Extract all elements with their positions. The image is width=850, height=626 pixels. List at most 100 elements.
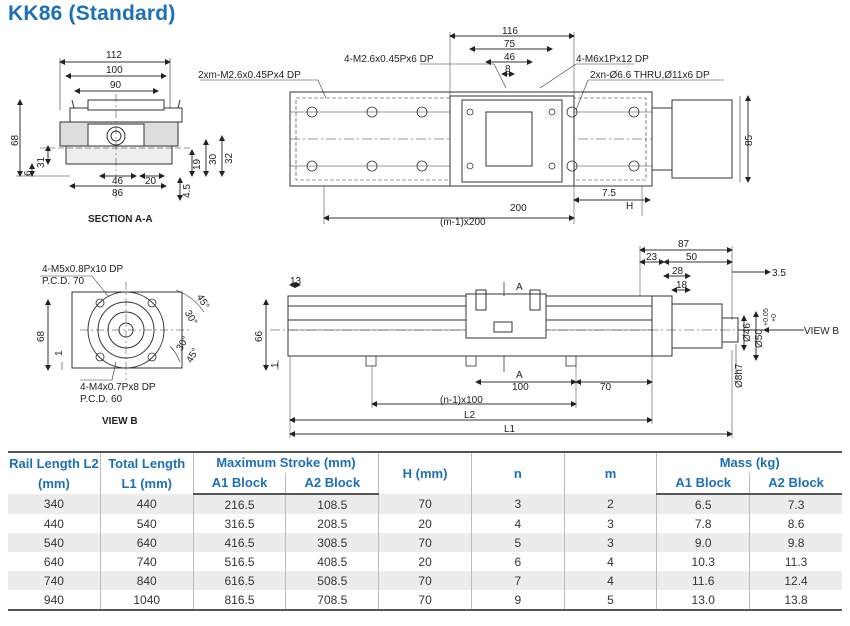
side-view [263,246,804,438]
cell: 20 [378,514,472,533]
dim-tol-upper: +0.05 [763,308,770,326]
cell: 108.5 [285,494,380,514]
dim-8: 8 [505,64,511,75]
cell: 540 [8,533,101,552]
cell: 440 [8,514,101,533]
dim-l2: L2 [464,410,476,421]
cell: 440 [100,494,194,514]
dim-68: 68 [10,134,21,146]
dim-m-200: (m-1)x200 [440,217,486,228]
dim-87: 87 [678,239,690,250]
callout-m6: 4-M6x1Px12 DP [576,54,649,65]
cell: 308.5 [285,533,380,552]
dim-dia46: Ø46 [742,323,753,342]
dim-dia50: Ø50 [754,329,765,348]
cell: 4 [471,514,565,533]
cell: 516.5 [193,552,287,571]
th-stroke-a1: A1 Block [193,473,287,495]
cell: 816.5 [193,590,287,611]
technical-drawing: 112 100 90 68 31 6 46 20 86 4.5 19 30 32… [10,26,839,438]
cell: 640 [8,552,101,571]
dim-200: 200 [510,203,527,214]
cell: 940 [8,590,101,611]
angle-45-a: 45° [194,293,211,312]
spec-table: Rail Length L2 (mm) Total Length L1 (mm)… [8,451,842,611]
cell: 740 [8,571,101,590]
th-n: n [471,451,565,494]
dim-68-vb: 68 [36,330,47,342]
dim-32: 32 [224,152,235,164]
page-title: KK86 (Standard) [8,2,176,25]
dim-75: 75 [504,39,516,50]
cell: 7.8 [656,514,751,533]
dim-31: 31 [36,156,47,168]
view-b-caption: VIEW B [102,416,138,427]
table-row: 740 840 616.5 508.5 70 7 4 11.6 12.4 [8,571,842,590]
dim-50: 50 [686,252,698,263]
dim-6: 6 [23,170,34,176]
cell: 2 [564,494,658,514]
dim-13: 13 [290,276,302,287]
cell: 540 [100,514,194,533]
cell: 8.6 [749,514,842,533]
cell: 340 [8,494,101,514]
dim-7-5: 7.5 [602,188,616,199]
dim-46: 46 [112,176,124,187]
cell: 11.3 [749,552,842,571]
cell: 416.5 [193,533,287,552]
cell: 7.3 [749,494,842,514]
cell: 508.5 [285,571,380,590]
view-b-pointer: VIEW B [804,326,839,337]
cell: 3 [471,494,565,514]
dim-20: 20 [145,176,157,187]
dim-100: 100 [106,65,123,76]
dim-100-sv: 100 [512,382,529,393]
cell: 13.8 [749,590,842,611]
cell: 216.5 [193,494,287,514]
cell: 5 [564,590,658,611]
callout-pcd70: P.C.D. 70 [42,276,84,287]
cell: 10.3 [656,552,751,571]
dim-85: 85 [744,134,755,146]
dim-l1: L1 [504,424,516,435]
th-total-length: Total Length L1 (mm) [100,451,194,494]
callout-pcd60: P.C.D. 60 [80,394,122,405]
cell: 208.5 [285,514,380,533]
table-row: 340 440 216.5 108.5 70 3 2 6.5 7.3 [8,494,842,514]
cell: 11.6 [656,571,751,590]
th-stroke-a2: A2 Block [285,473,380,495]
dim-66: 66 [254,330,265,342]
callout-m5: 4-M5x0.8Px10 DP [42,264,123,275]
table-row: 540 640 416.5 308.5 70 5 3 9.0 9.8 [8,533,842,552]
dim-23: 23 [646,252,658,263]
cell: 13.0 [656,590,751,611]
top-view [200,32,751,224]
th-mass-a1: A1 Block [656,473,751,495]
th-mass: Mass (kg) [656,451,842,473]
cell: 7 [471,571,565,590]
section-mark-a-bottom: A [516,370,523,381]
cell: 6 [471,552,565,571]
angle-45-b: 45° [185,346,202,365]
dim-3-5: 3.5 [772,268,786,279]
th-rail-length: Rail Length L2 (mm) [8,451,101,494]
dim-90: 90 [110,80,122,91]
dim-tol-lower: +0 [771,314,778,322]
cell: 9.8 [749,533,842,552]
table-row: 940 1040 816.5 708.5 70 9 5 13.0 13.8 [8,590,842,611]
cell: 3 [564,514,658,533]
dim-46-top: 46 [504,52,516,63]
dim-dia8h7: Ø8h7 [734,363,745,388]
cell: 1040 [100,590,194,611]
dim-4-5: 4.5 [182,184,193,198]
th-mass-a2: A2 Block [749,473,842,495]
cell: 70 [378,494,472,514]
dim-112: 112 [106,50,122,61]
cell: 616.5 [193,571,287,590]
cell: 5 [471,533,565,552]
cell: 70 [378,590,472,611]
dim-1-sv: 1 [270,362,281,368]
cell: 9.0 [656,533,751,552]
cell: 316.5 [193,514,287,533]
table-row: 640 740 516.5 408.5 20 6 4 10.3 11.3 [8,552,842,571]
